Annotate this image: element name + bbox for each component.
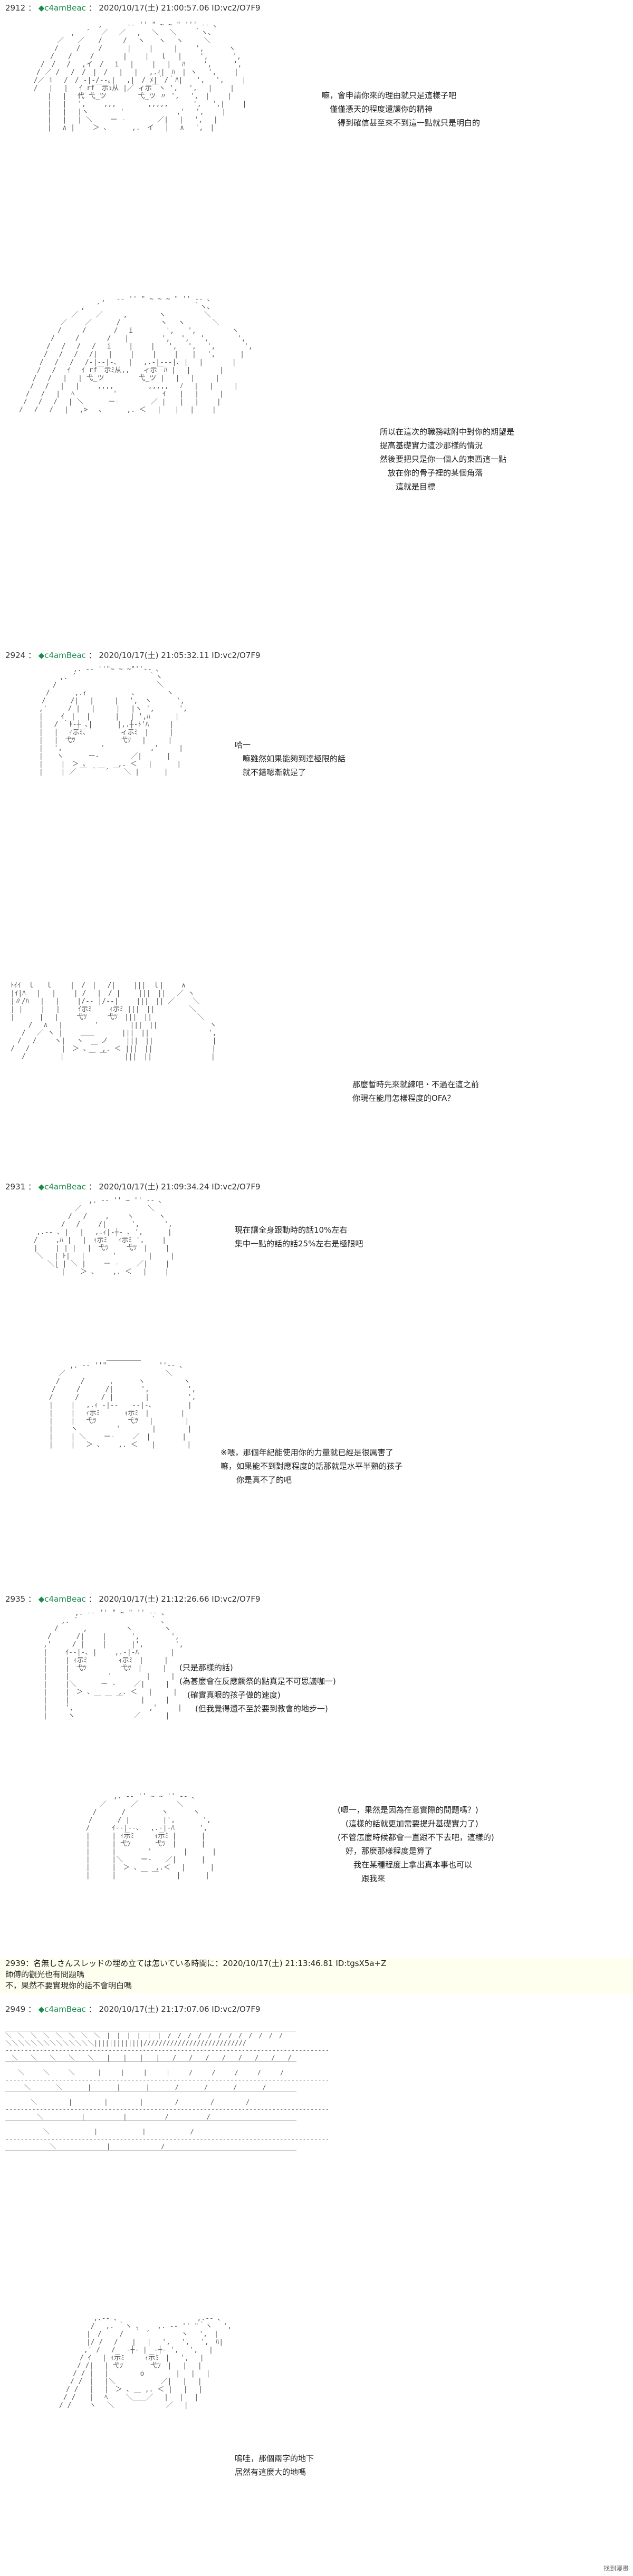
ascii-art: ,. -‐ '' " ~ " '' ‐- ､ ,. ´ ｀ ､ / , ヽ ヽ … [43,1609,184,1720]
reader-response: 2939：名無しさんスレッドの埋め立ては怎いている時間に：2020/10/17(… [0,1958,633,1994]
post-number: 2924 [5,651,26,660]
poster-name[interactable]: ◆c4amBeac [38,651,86,660]
poster-name[interactable]: ◆c4amBeac [38,2004,86,2014]
post-meta: 2020/10/17(土) 21:00:57.06 ID:vc2/O7F9 [99,3,261,13]
dialogue-text: 哈一 嘛雖然如果能夠到達極限的話 就不錯嗯漸就是了 [235,740,346,777]
dialogue-text: (嗯一，果然是因為在意實際的問題嗎？) (這樣的話就更加需要提升基礎實力了) (… [338,1805,494,1883]
poster-name[interactable]: ◆c4amBeac [38,3,86,13]
dialogue-text: ※喂，那個年紀能使用你的力量就已經是很厲害了 嘛，如果能不到對應程度的話那就是水… [220,1448,403,1485]
post-header: 2912 ： ◆c4amBeac ： 2020/10/17(土) 21:00:5… [5,3,261,13]
post-number: 2935 [5,1594,26,1604]
post-meta: 2020/10/17(土) 21:17:07.06 ID:vc2/O7F9 [99,2004,261,2014]
ascii-art: , -‐ '' " ~ ~ " ''' ‐- ､ , ´ ／ ／ , ＼ ＼ ｀… [33,21,247,132]
dialogue-text: (只是那樣的話) (為甚麼會在反應觸祭的點真是不可思議咖一) (確實真眼的孩子做… [179,1663,336,1713]
post-meta: 2020/10/17(土) 21:05:32.11 ID:vc2/O7F9 [99,651,261,660]
post-header: 2924 ： ◆c4amBeac ： 2020/10/17(土) 21:05:3… [5,651,261,660]
ascii-art: ＿＿＿＿＿＿＿＿＿＿＿＿＿＿＿＿＿＿＿＿＿＿＿＿＿＿＿＿＿＿＿＿＿＿＿＿＿＿＿＿… [5,2025,330,2157]
poster-name[interactable]: ◆c4amBeac [38,1594,86,1604]
response-header: 2939：名無しさんスレッドの埋め立ては怎いている時間に：2020/10/17(… [5,1959,387,1968]
response-line: 不，果然不要實現你的話不會明白嗎 [5,1981,132,1990]
ascii-art: ,. -‐ '' ~ '' ‐- ､ ／ ＼ / / , ヽ ヽ / / /| … [33,1197,175,1276]
ascii-art: ,.-‐ ､ ,.-‐ ､ / ,. ｀ヽ ､ ,. -‐ '' "｀ヽ ', … [59,2314,232,2409]
dialogue-text: 現在讓全身跟動時的話10%左右 集中一點的話的話25%左右是極限吧 [235,1225,363,1248]
post-meta: 2020/10/17(土) 21:09:34.24 ID:vc2/O7F9 [99,1182,261,1192]
dialogue-text: 嘛，會申請你來的理由就只是這樣子吧 僅僅憑天的程度還讓你的精神 得到確信甚至來不… [322,91,481,128]
post-meta: 2020/10/17(土) 21:12:26.66 ID:vc2/O7F9 [99,1594,261,1604]
response-line: 師傅的觀光也有問題嗎 [5,1970,85,1979]
dialogue-text: 那麼暫時先來就練吧・不過在這之前 你現在能用怎樣程度的OFA？ [352,1080,479,1103]
dialogue-text: 嗚哇，那個兩字的地下 居然有這麼大的地嗎 [235,2454,314,2477]
watermark-text: 找到漫畫 [603,2565,629,2572]
ascii-art: ,. -‐ ''"~ ~ ~"''‐- ､ ,. ´ ｀ヽ / ＼ / ,.ｨ … [39,665,188,776]
ascii-art: ,. -‐ '' ~ ~ '' ‐- ､ ／ ／ ＼ / / ヽ ヽ / / |… [85,1793,217,1880]
post-number: 2931 [5,1182,26,1192]
post-number: 2949 [5,2004,26,2014]
poster-name[interactable]: ◆c4amBeac [38,1182,86,1192]
ascii-art: ＿＿＿＿＿ ,. -‐ ''" ''‐- ､ ／ ＼ / / , ヽ ヽ / /… [49,1354,196,1449]
ascii-art: ﾄｲｲ ｌ ｌ | / | /| ||| ｌ| ∧ |ｲ|ﾊ | | | / |… [11,982,217,1061]
post-header: 2931 ： ◆c4amBeac ： 2020/10/17(土) 21:09:3… [5,1182,261,1192]
dialogue-text: 所以在這次的職務轄附中對你的期望是 提高基礎實力這沙那樣的情況 然後要把只是你一… [380,427,515,491]
ascii-art: , -‐ '' " ~ ~ ~ " '' ‐- ､ , ´ ｀ヽ、 ／ ／ , … [19,295,253,414]
post-header: 2935 ： ◆c4amBeac ： 2020/10/17(土) 21:12:2… [5,1594,261,1604]
post-number: 2912 [5,3,26,13]
post-header: 2949 ： ◆c4amBeac ： 2020/10/17(土) 21:17:0… [5,2004,261,2014]
